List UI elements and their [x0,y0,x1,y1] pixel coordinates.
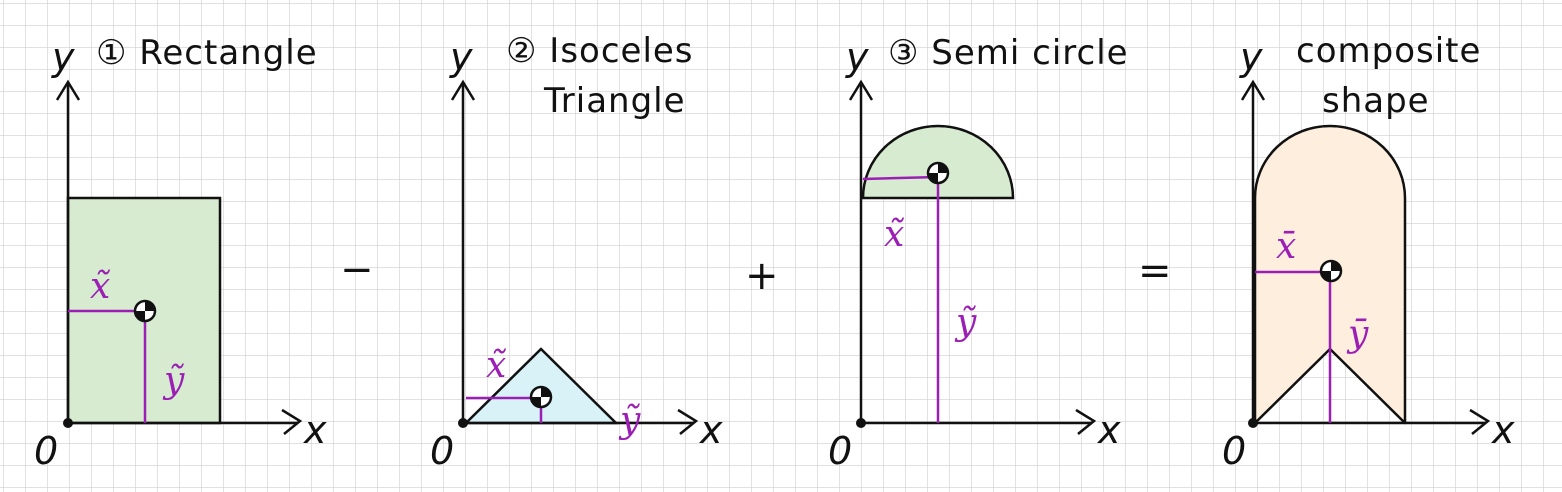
panel-title-line1: ② Isoceles [506,31,694,71]
x-axis-label: x [303,408,327,452]
xc-label: x̃ [884,214,904,255]
origin-dot [458,418,468,428]
x-axis-arrowhead [1075,408,1097,435]
y-axis-label: y [51,35,75,79]
plus-operator: + [745,253,779,299]
origin-dot [63,418,73,428]
panel-triangle: y ② Isoceles Triangle x 0 x̃ ỹ [430,31,723,473]
xc-label: x̃ [90,266,110,307]
ybar-label: ȳ [1346,314,1369,355]
panel-rectangle: y ① Rectangle x 0 x̃ ỹ [34,33,327,473]
y-axis-label: y [1239,35,1263,79]
centroid-marker [133,299,157,323]
x-axis-label: x [1097,408,1121,452]
centroid-marker [529,385,553,409]
x-axis-arrowhead [677,408,699,435]
y-axis-label: y [845,35,869,79]
panel-title-line1: composite [1296,31,1481,71]
equals-operator: = [1138,248,1172,294]
panel-composite: y composite shape x 0 x̄ ȳ [1222,31,1515,473]
x-axis-arrowhead [1469,408,1491,435]
panel-semicircle: y ③ Semi circle x 0 x̃ ỹ [828,33,1129,473]
x-axis-label: x [1491,408,1515,452]
panel-title-line2: Triangle [543,81,686,121]
yc-label: ỹ [618,400,641,441]
origin-label: 0 [430,429,454,473]
y-axis-label: y [449,35,473,79]
minus-operator: − [340,247,374,293]
panel-title: ③ Semi circle [888,33,1129,73]
origin-dot [856,418,866,428]
xc-label: x̃ [486,345,506,386]
origin-label: 0 [34,429,58,473]
centroid-marker [1319,259,1343,283]
y-axis-arrowhead [450,79,476,101]
y-axis-arrowhead [848,79,874,101]
panel-title: ① Rectangle [96,33,318,73]
xbar-label: x̄ [1276,226,1296,267]
yc-label: ỹ [162,360,185,401]
origin-label: 0 [828,429,852,473]
y-axis-arrowhead [55,79,81,101]
origin-label: 0 [1222,429,1246,473]
xc-centroid-line [862,175,939,181]
y-axis-arrowhead [1240,79,1266,101]
panel-title-line2: shape [1322,81,1430,121]
centroid-marker [926,161,950,185]
x-axis-arrowhead [281,408,303,435]
origin-dot [1248,418,1258,428]
x-axis-label: x [699,408,723,452]
yc-label: ỹ [954,302,977,343]
